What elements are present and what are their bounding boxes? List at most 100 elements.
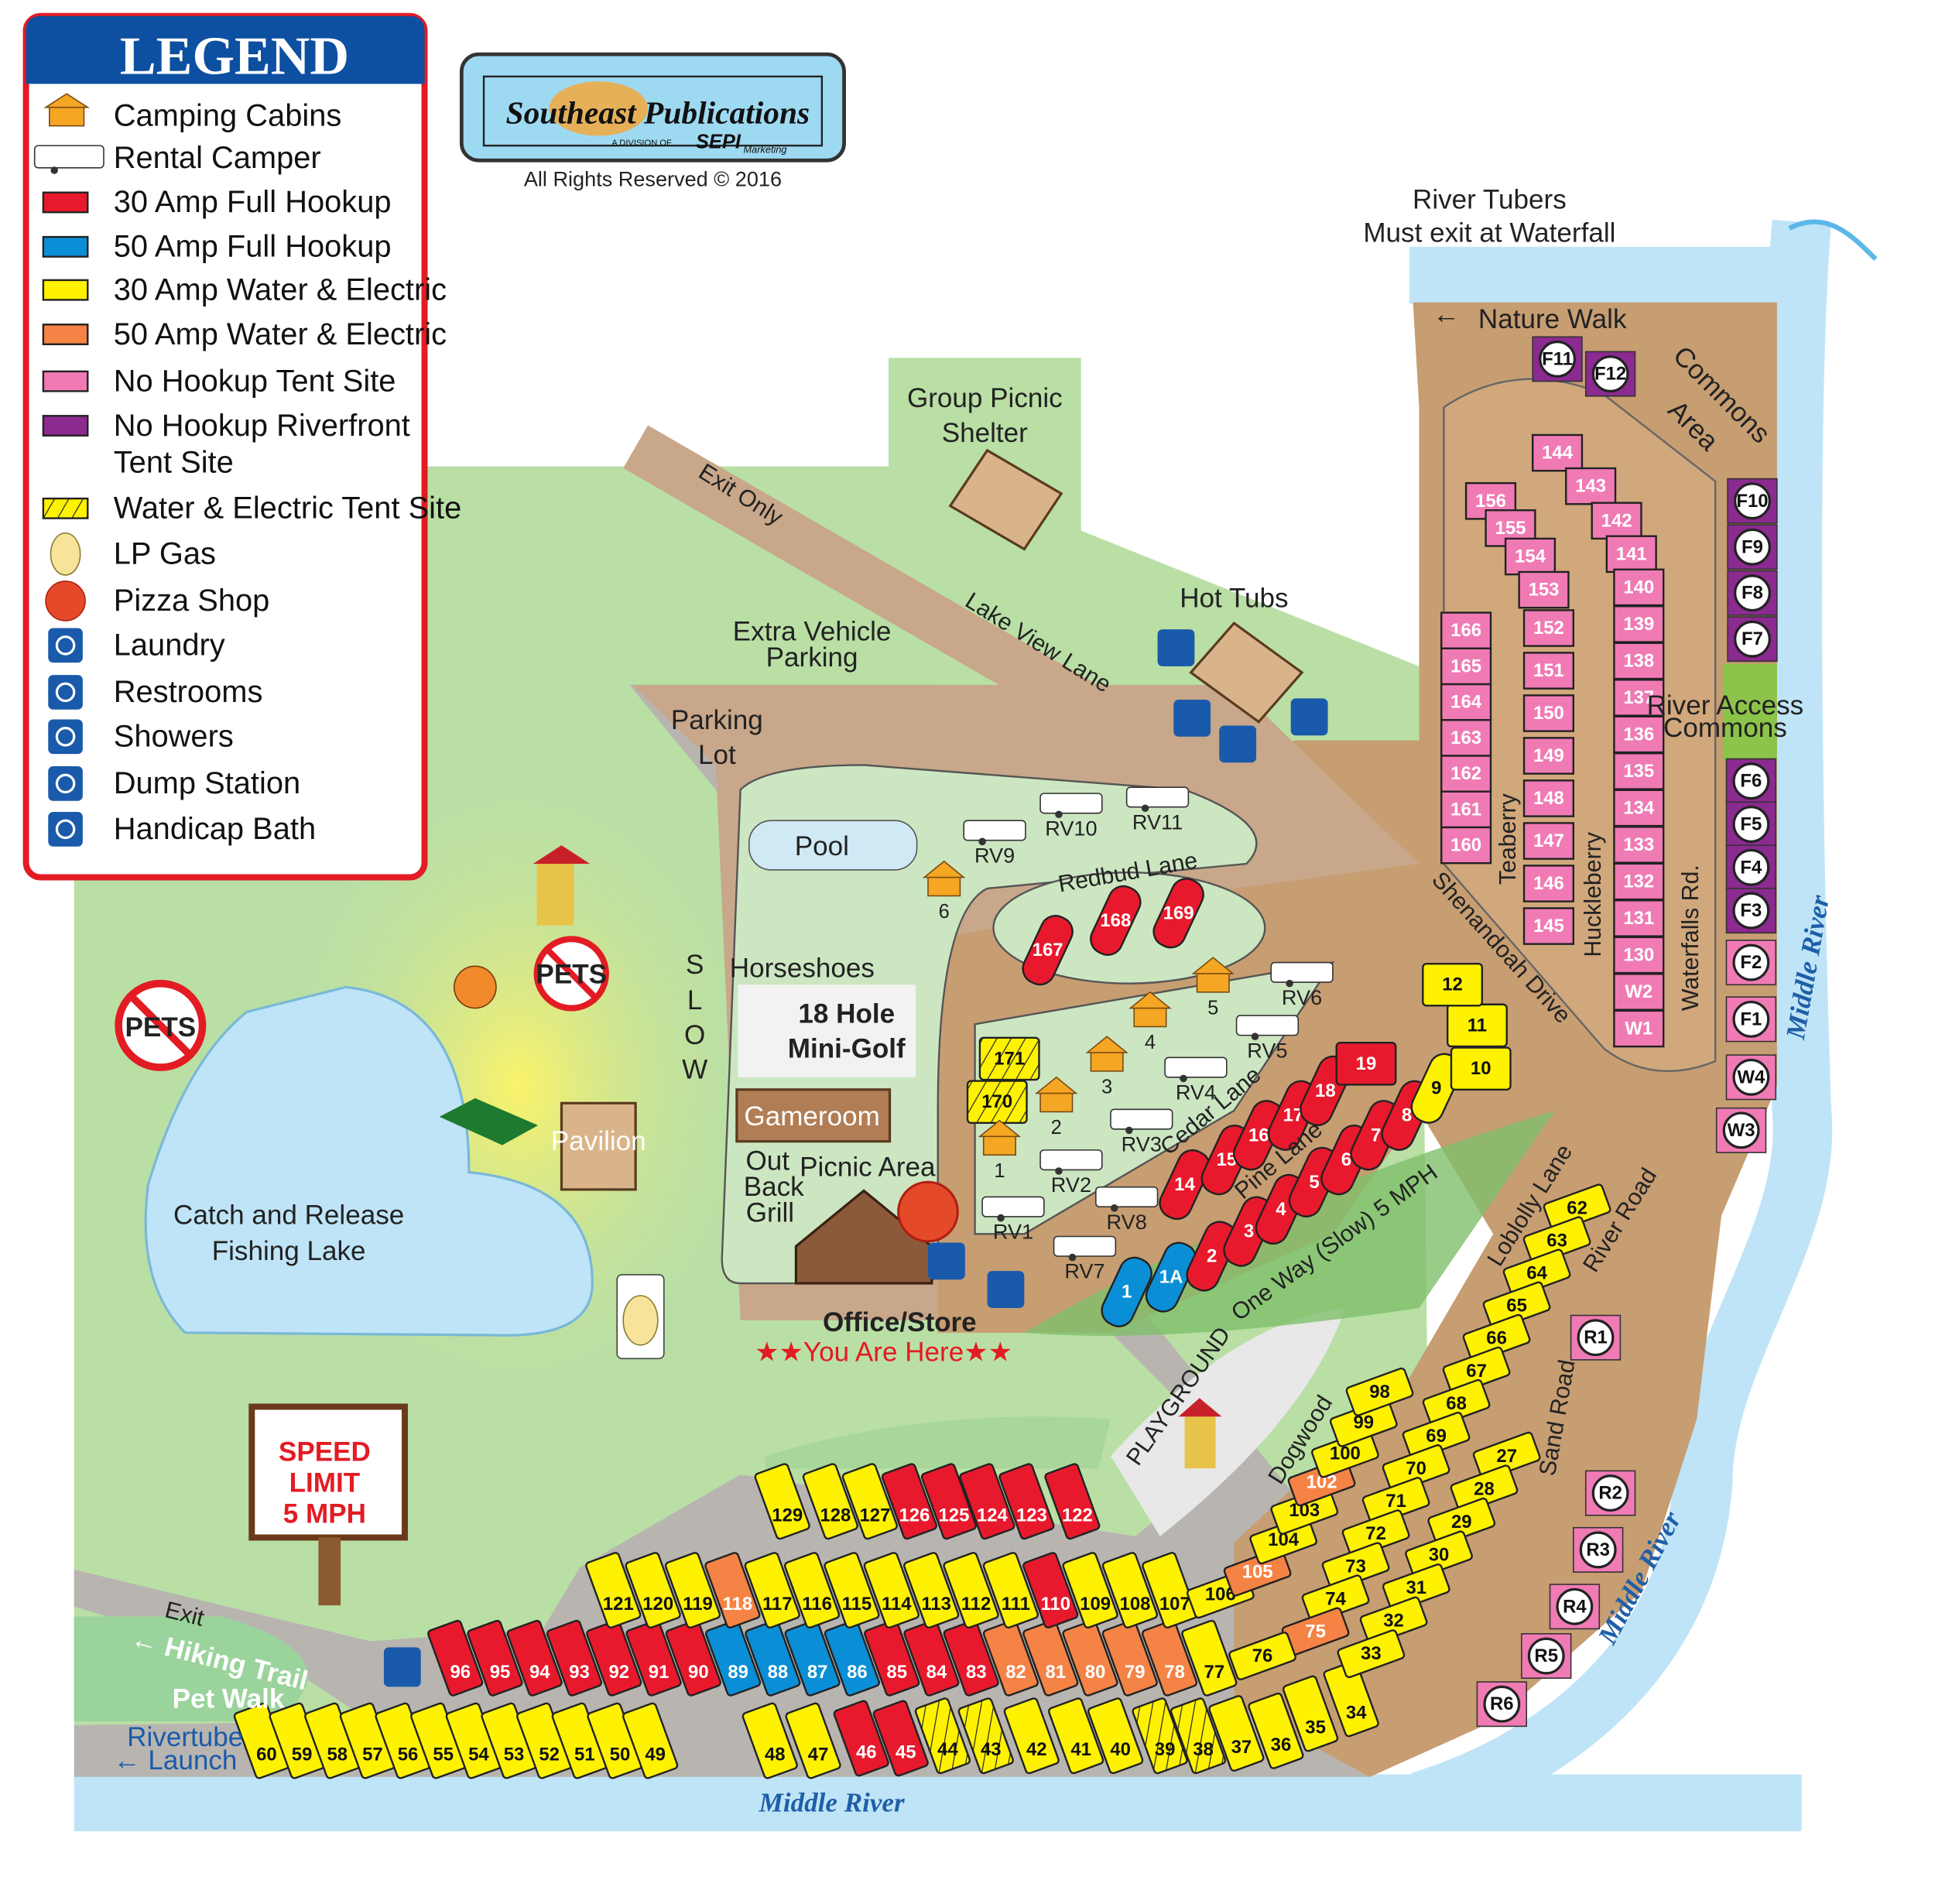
- site-150[interactable]: 150: [1522, 694, 1574, 732]
- site-148[interactable]: 148: [1522, 779, 1574, 817]
- site-128[interactable]: 128: [802, 1463, 858, 1540]
- site-86[interactable]: 86: [824, 1619, 880, 1697]
- site-F2[interactable]: F2: [1725, 940, 1777, 986]
- site-164[interactable]: 164: [1440, 683, 1492, 721]
- cabin-5[interactable]: 5: [1191, 957, 1235, 1019]
- site-68[interactable]: 68: [1422, 1378, 1491, 1428]
- laundry-icon[interactable]: [1157, 629, 1195, 666]
- site-85[interactable]: 85: [864, 1619, 920, 1697]
- site-30[interactable]: 30: [1405, 1530, 1473, 1580]
- site-40[interactable]: 40: [1087, 1697, 1144, 1775]
- site-166[interactable]: 166: [1440, 611, 1492, 649]
- site-65[interactable]: 65: [1482, 1281, 1551, 1330]
- site-81[interactable]: 81: [1022, 1619, 1079, 1697]
- site-115[interactable]: 115: [824, 1552, 880, 1629]
- site-58[interactable]: 58: [304, 1702, 361, 1779]
- site-105[interactable]: 105: [1223, 1547, 1292, 1597]
- site-143[interactable]: 143: [1565, 467, 1617, 505]
- mini-golf-area[interactable]: [738, 985, 916, 1077]
- site-79[interactable]: 79: [1101, 1619, 1158, 1697]
- site-2[interactable]: 2: [1182, 1217, 1241, 1295]
- restroom-icon[interactable]: [927, 1242, 965, 1280]
- site-49[interactable]: 49: [622, 1702, 679, 1779]
- site-F12[interactable]: F12: [1584, 351, 1636, 397]
- site-87[interactable]: 87: [784, 1619, 841, 1697]
- site-127[interactable]: 127: [841, 1463, 898, 1540]
- site-112[interactable]: 112: [943, 1552, 999, 1629]
- restroom-icon[interactable]: [1173, 699, 1211, 737]
- site-92[interactable]: 92: [586, 1619, 642, 1697]
- site-37[interactable]: 37: [1208, 1695, 1265, 1772]
- site-163[interactable]: 163: [1440, 719, 1492, 757]
- site-162[interactable]: 162: [1440, 755, 1492, 793]
- site-38[interactable]: 38: [1170, 1697, 1227, 1775]
- rivertube-launch-1[interactable]: Rivertube: [127, 1722, 243, 1752]
- site-121[interactable]: 121: [585, 1552, 642, 1629]
- site-84[interactable]: 84: [903, 1619, 960, 1697]
- rental-camper-RV8[interactable]: RV8: [1095, 1186, 1159, 1234]
- site-161[interactable]: 161: [1440, 790, 1492, 829]
- site-W2[interactable]: W2: [1613, 973, 1665, 1011]
- site-136[interactable]: 136: [1613, 715, 1665, 754]
- cabin-1[interactable]: 1: [978, 1119, 1022, 1182]
- site-62[interactable]: 62: [1543, 1183, 1611, 1233]
- site-109[interactable]: 109: [1062, 1552, 1118, 1629]
- site-137[interactable]: 137: [1613, 679, 1665, 717]
- site-130[interactable]: 130: [1613, 936, 1665, 974]
- site-W4[interactable]: W4: [1725, 1054, 1777, 1101]
- site-F9[interactable]: F9: [1727, 524, 1778, 570]
- site-R2[interactable]: R2: [1584, 1470, 1636, 1516]
- dump-station-icon[interactable]: [987, 1271, 1025, 1308]
- site-125[interactable]: 125: [920, 1463, 978, 1540]
- site-31[interactable]: 31: [1382, 1563, 1450, 1612]
- site-135[interactable]: 135: [1613, 752, 1665, 790]
- site-110[interactable]: 110: [1022, 1552, 1079, 1629]
- site-60[interactable]: 60: [233, 1702, 289, 1779]
- site-14[interactable]: 14: [1155, 1145, 1214, 1224]
- site-134[interactable]: 134: [1613, 789, 1665, 827]
- site-165[interactable]: 165: [1440, 647, 1492, 686]
- site-R3[interactable]: R3: [1573, 1526, 1624, 1573]
- site-146[interactable]: 146: [1522, 865, 1574, 902]
- handicap-icon[interactable]: [1290, 698, 1328, 736]
- site-80[interactable]: 80: [1062, 1619, 1118, 1697]
- rental-camper-RV3[interactable]: RV3: [1110, 1108, 1173, 1156]
- rental-camper-RV1[interactable]: RV1: [981, 1196, 1045, 1244]
- site-167[interactable]: 167: [1018, 911, 1077, 989]
- gameroom-building[interactable]: [735, 1088, 892, 1143]
- site-76[interactable]: 76: [1228, 1632, 1296, 1681]
- site-75[interactable]: 75: [1281, 1607, 1350, 1656]
- site-73[interactable]: 73: [1321, 1542, 1390, 1591]
- rental-camper-RV11[interactable]: RV11: [1125, 786, 1190, 834]
- site-160[interactable]: 160: [1440, 826, 1492, 865]
- site-151[interactable]: 151: [1522, 652, 1574, 690]
- site-133[interactable]: 133: [1613, 826, 1665, 864]
- site-120[interactable]: 120: [625, 1552, 681, 1629]
- site-113[interactable]: 113: [903, 1552, 960, 1629]
- dump-station-icon[interactable]: [383, 1647, 421, 1687]
- site-70[interactable]: 70: [1382, 1444, 1450, 1493]
- site-54[interactable]: 54: [445, 1702, 502, 1779]
- site-145[interactable]: 145: [1522, 907, 1574, 945]
- cabin-3[interactable]: 3: [1085, 1036, 1128, 1098]
- site-114[interactable]: 114: [863, 1552, 920, 1629]
- nature-walk-label[interactable]: Nature Walk: [1478, 304, 1627, 334]
- pool[interactable]: [748, 820, 918, 871]
- site-95[interactable]: 95: [467, 1619, 523, 1697]
- site-34[interactable]: 34: [1323, 1660, 1379, 1738]
- site-171[interactable]: 171: [978, 1036, 1040, 1081]
- site-12[interactable]: 12: [1422, 962, 1484, 1007]
- site-F1[interactable]: F1: [1725, 996, 1777, 1043]
- site-91[interactable]: 91: [625, 1619, 682, 1697]
- river-access-commons[interactable]: [1722, 663, 1777, 761]
- site-28[interactable]: 28: [1450, 1464, 1519, 1514]
- site-147[interactable]: 147: [1522, 822, 1574, 860]
- site-169[interactable]: 169: [1149, 874, 1208, 952]
- rental-camper-RV5[interactable]: RV5: [1235, 1015, 1300, 1062]
- site-122[interactable]: 122: [1044, 1463, 1101, 1540]
- site-118[interactable]: 118: [704, 1552, 761, 1629]
- cabin-4[interactable]: 4: [1128, 991, 1172, 1053]
- rental-camper-RV6[interactable]: RV6: [1270, 961, 1334, 1009]
- site-83[interactable]: 83: [943, 1619, 999, 1697]
- site-72[interactable]: 72: [1341, 1509, 1410, 1559]
